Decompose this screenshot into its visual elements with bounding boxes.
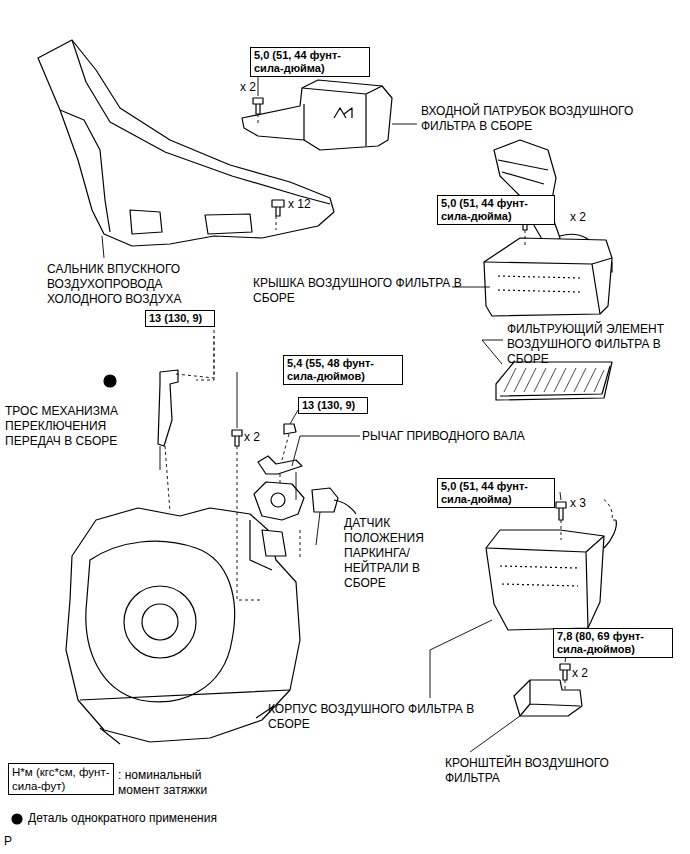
quantity-label: x 2 xyxy=(572,666,612,681)
quantity-label: x 3 xyxy=(570,496,610,511)
torque-value: 5,0 (51, 44 фунт-сила-дюйма) xyxy=(441,197,551,223)
quantity-label: x 12 xyxy=(288,197,333,212)
torque-box: 13 (130, 9) xyxy=(145,310,215,327)
part-label: САЛЬНИК ВПУСКНОГО ВОЗДУХОПРОВОДА ХОЛОДНО… xyxy=(47,262,199,307)
unit-text: Н*м (кгс*см, фунт-сила-фут) xyxy=(12,765,110,793)
legend-text: : номинальный момент затяжки xyxy=(118,768,246,798)
part-label: ДАТЧИК ПОЛОЖЕНИЯ ПАРКИНГА/ НЕЙТРАЛИ В СБ… xyxy=(344,516,440,591)
part-label: ТРОС МЕХАНИЗМА ПЕРЕКЛЮЧЕНИЯ ПЕРЕДАЧ В СБ… xyxy=(5,404,137,449)
quantity-label: x 2 xyxy=(244,430,280,445)
torque-value: 13 (130, 9) xyxy=(302,399,364,412)
quantity-label: x 2 xyxy=(240,80,280,95)
part-label: КРОНШТЕЙН ВОЗДУШНОГО ФИЛЬТРА xyxy=(445,756,641,786)
quantity-label: x 2 xyxy=(570,210,610,225)
torque-box: 5,0 (51, 44 фунт-сила-дюйма) xyxy=(437,195,555,225)
torque-box: 5,0 (51, 44 фунт-сила-дюйма) xyxy=(250,47,370,77)
torque-value: 13 (130, 9) xyxy=(149,312,211,325)
torque-value: 5,0 (51, 44 фунт-сила-дюйма) xyxy=(441,480,551,506)
legend-unit-box: Н*м (кгс*см, фунт-сила-фут) xyxy=(8,763,114,795)
legend-text: Деталь однократного применения xyxy=(28,811,308,826)
torque-value: 7,8 (80, 69 фунт-сила-дюймов) xyxy=(557,630,669,656)
part-label: КОРПУС ВОЗДУШНОГО ФИЛЬТРА В СБОРЕ xyxy=(268,702,496,732)
part-label: РЫЧАГ ПРИВОДНОГО ВАЛА xyxy=(362,429,562,444)
torque-box: 13 (130, 9) xyxy=(298,397,368,414)
torque-value: 5,0 (51, 44 фунт-сила-дюйма) xyxy=(254,49,366,75)
torque-box: 5,0 (51, 44 фунт-сила-дюйма) xyxy=(437,478,555,508)
page-mark: P xyxy=(4,834,24,849)
part-label: ВХОДНОЙ ПАТРУБОК ВОЗДУШНОГО ФИЛЬТРА В СБ… xyxy=(421,104,636,134)
part-label: ФИЛЬТРУЮЩИЙ ЭЛЕМЕНТ ВОЗДУШНОГО ФИЛЬТРА В… xyxy=(507,322,667,367)
part-label: КРЫШКА ВОЗДУШНОГО ФИЛЬТРА В СБОРЕ xyxy=(253,276,481,306)
torque-value: 5,4 (55, 48 фунт-сила-дюймов) xyxy=(287,357,399,383)
torque-box: 5,4 (55, 48 фунт-сила-дюймов) xyxy=(283,355,403,385)
torque-box: 7,8 (80, 69 фунт-сила-дюймов) xyxy=(553,628,673,658)
